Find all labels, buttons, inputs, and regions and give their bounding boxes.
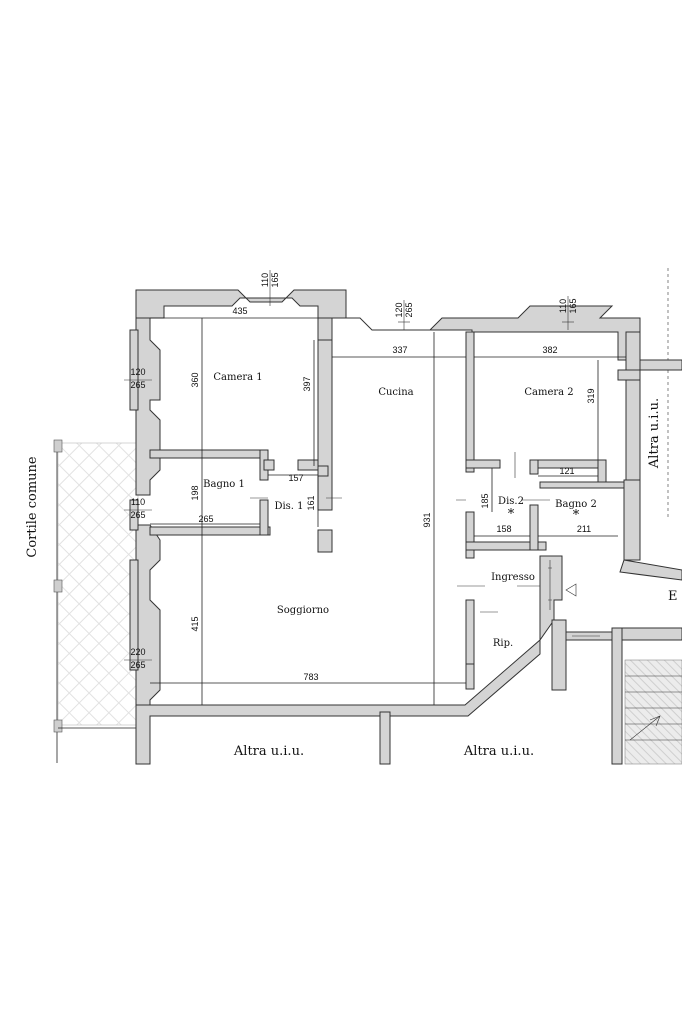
window-label-w1-bottom: 165 xyxy=(270,272,280,287)
window-label-w5-top: 110 xyxy=(131,497,145,507)
window-label-w6-top: 220 xyxy=(130,647,145,657)
dim-total-height: 931 xyxy=(422,512,432,527)
dim-dis2-height: 185 xyxy=(480,493,490,508)
stairwell xyxy=(611,627,682,765)
room-label-bagno2: Bagno 2 xyxy=(555,499,597,510)
room-label-dis2: Dis.2 xyxy=(498,496,524,507)
window-label-w4-bottom: 265 xyxy=(130,380,145,390)
dim-camera1-inner: 397 xyxy=(302,376,312,391)
courtyard-label: Cortile comune xyxy=(25,456,40,558)
window-label-w5-bottom: 265 xyxy=(130,510,145,520)
window-label-w1-top: 110 xyxy=(260,273,270,287)
dim-total-width: 783 xyxy=(303,672,318,682)
room-label-cucina: Cucina xyxy=(378,387,413,398)
window-label-w2-bottom: 265 xyxy=(404,302,414,317)
room-label-dis1: Dis. 1 xyxy=(274,501,303,512)
room-label-rip: Rip. xyxy=(493,638,513,649)
courtyard-area xyxy=(53,439,139,763)
asterisk-symbol: * xyxy=(508,507,515,522)
window-markers xyxy=(124,270,574,661)
dim-camera2-width: 382 xyxy=(542,345,557,355)
room-label-camera2: Camera 2 xyxy=(524,387,573,398)
neighbour-label-bottom-right: Altra u.i.u. xyxy=(463,744,534,759)
dim-camera1-width: 435 xyxy=(232,306,247,316)
dim-bagno2-width: 211 xyxy=(577,524,591,534)
window-label-w6-bottom: 265 xyxy=(130,660,145,670)
dim-dis1-height: 161 xyxy=(306,495,316,510)
interior-walls xyxy=(149,331,625,690)
room-label-bagno1: Bagno 1 xyxy=(203,479,245,490)
dim-camera2-height: 319 xyxy=(586,388,596,403)
room-label-ingresso: Ingresso xyxy=(491,572,535,583)
asterisk-symbol: * xyxy=(573,508,580,523)
dimension-lines xyxy=(150,317,626,705)
dim-camera1-height: 360 xyxy=(190,372,200,387)
room-label-camera1: Camera 1 xyxy=(213,372,262,383)
window-label-w2-top: 120 xyxy=(394,302,404,317)
cut-label: E xyxy=(668,589,678,604)
window-label-w4-top: 120 xyxy=(130,367,145,377)
neighbour-label-right: Altra u.i.u. xyxy=(647,398,662,469)
window-label-w3-bottom: 165 xyxy=(568,298,578,313)
room-label-soggiorno: Soggiorno xyxy=(277,605,329,616)
dim-bagno1-height: 198 xyxy=(190,485,200,500)
dim-soggiorno-height: 415 xyxy=(190,616,200,631)
window-label-w3-top: 110 xyxy=(558,299,568,313)
dim-bagno1-width: 265 xyxy=(198,514,213,524)
dim-bagno2-top: 121 xyxy=(559,466,574,476)
dim-dis2-width: 158 xyxy=(496,524,511,534)
dim-dis1-width: 157 xyxy=(288,473,303,483)
neighbour-label-bottom-left: Altra u.i.u. xyxy=(233,744,304,759)
dim-cucina-width: 337 xyxy=(392,345,407,355)
